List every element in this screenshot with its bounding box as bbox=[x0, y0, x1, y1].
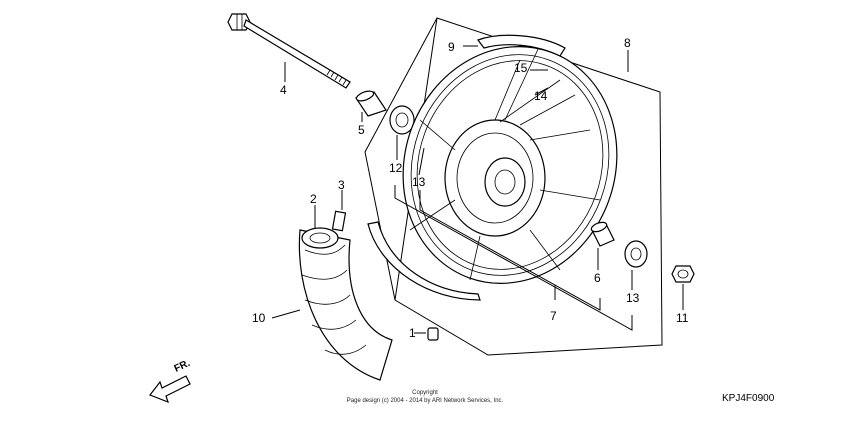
tire bbox=[298, 229, 393, 381]
callout-4: 4 bbox=[280, 83, 287, 97]
direction-label: FR. bbox=[173, 358, 192, 375]
footer: Copyright Page design (c) 2004 - 2014 by… bbox=[347, 390, 775, 404]
leader-lines bbox=[271, 45, 684, 334]
callout-13-right: 13 bbox=[626, 291, 640, 305]
callout-7: 7 bbox=[550, 309, 557, 323]
callout-1: 1 bbox=[409, 326, 416, 340]
bearing-right bbox=[624, 240, 648, 268]
callout-labels: 1 2 3 4 5 6 7 8 9 10 11 12 13 13 14 15 bbox=[252, 36, 689, 340]
collar-left bbox=[355, 90, 387, 117]
axle bbox=[227, 13, 351, 89]
callout-13-left: 13 bbox=[412, 175, 426, 189]
callout-9: 9 bbox=[448, 40, 455, 54]
callout-10: 10 bbox=[252, 311, 266, 325]
rim-strip bbox=[477, 34, 566, 57]
copyright-line-2: Page design (c) 2004 - 2014 by ARI Netwo… bbox=[347, 398, 504, 404]
rim-segment bbox=[367, 221, 481, 301]
diagram-code: KPJ4F0900 bbox=[722, 393, 775, 404]
copyright-line-1: Copyright bbox=[412, 390, 438, 396]
callout-3: 3 bbox=[338, 178, 345, 192]
rim-band bbox=[331, 210, 347, 232]
callout-11: 11 bbox=[676, 311, 689, 325]
valve-cap bbox=[427, 327, 439, 341]
callout-15: 15 bbox=[514, 61, 528, 75]
axle-nut bbox=[671, 265, 695, 283]
bearing-left bbox=[389, 105, 415, 135]
front-direction-arrow: FR. bbox=[149, 358, 192, 404]
callout-6: 6 bbox=[594, 271, 601, 285]
callout-14: 14 bbox=[534, 89, 548, 103]
inner-tube bbox=[301, 227, 339, 249]
collar-right bbox=[590, 221, 615, 247]
callout-5: 5 bbox=[358, 123, 365, 137]
callout-2: 2 bbox=[310, 192, 317, 206]
callout-12: 12 bbox=[389, 161, 403, 175]
callout-8: 8 bbox=[624, 36, 631, 50]
wheel-assembly bbox=[402, 44, 618, 284]
